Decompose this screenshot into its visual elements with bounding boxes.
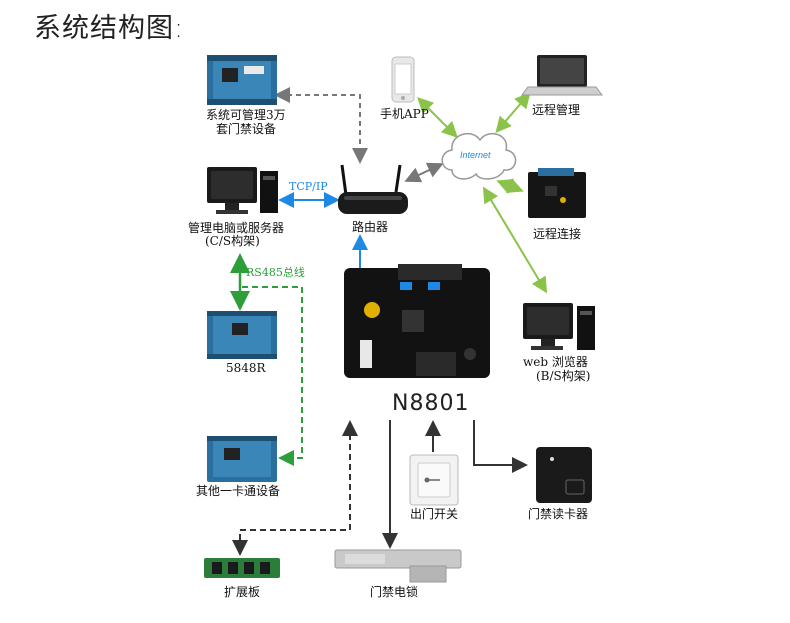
multi-door-label-2: 套门禁设备 <box>216 121 276 136</box>
link-expansion <box>232 420 358 556</box>
controller-5848r-icon <box>207 311 277 359</box>
exit-button-label: 出门开关 <box>410 506 458 521</box>
smartphone-icon <box>391 56 415 103</box>
laptop-icon <box>521 55 603 96</box>
exit-button-icon <box>409 454 459 506</box>
n8801-controller-board-icon <box>344 264 490 378</box>
rs485-label: RS485总线 <box>246 265 305 279</box>
web-browser-computer-icon <box>523 303 595 350</box>
link-router-internet <box>404 162 444 183</box>
link-internet-web <box>482 186 548 294</box>
phone-label: 手机APP <box>380 107 429 121</box>
link-internet-phone <box>417 97 458 138</box>
web-browser-label-1: web 浏览器 <box>523 354 588 369</box>
pc-server-label-1: 管理电脑或服务器 <box>188 220 284 235</box>
multi-door-board-icon <box>207 55 277 105</box>
web-browser-label-2: (B/S构架) <box>536 368 590 383</box>
router-label: 路由器 <box>352 219 388 234</box>
pc-server-label-2: (C/S构架) <box>205 233 260 248</box>
card-reader-label: 门禁读卡器 <box>528 506 588 521</box>
expansion-label: 扩展板 <box>224 585 260 599</box>
link-card-reader <box>473 420 528 473</box>
other-card-label: 其他一卡通设备 <box>196 484 280 498</box>
multi-door-label-1: 系统可管理3万 <box>206 107 286 122</box>
card-reader-icon <box>536 447 592 503</box>
electric-door-lock-icon <box>334 549 462 583</box>
internet-label: Internet <box>460 150 491 160</box>
door-lock-label: 门禁电锁 <box>370 584 418 599</box>
tcpip-label: TCP/IP <box>289 180 328 193</box>
internet-cloud-icon <box>441 132 517 180</box>
n8801-label: N8801 <box>392 391 469 416</box>
remote-conn-label: 远程连接 <box>533 226 581 241</box>
other-card-device-icon <box>207 436 277 482</box>
link-internet-remote-conn <box>496 178 524 194</box>
page-title: 系统结构图: <box>34 13 185 44</box>
desktop-computer-icon <box>207 167 278 214</box>
remote-controller-board-icon <box>528 168 586 218</box>
router-icon <box>338 164 408 214</box>
remote-mgmt-label: 远程管理 <box>532 102 580 117</box>
link-multidoor-router <box>274 87 368 164</box>
controller-5848r-label: 5848R <box>226 361 267 375</box>
expansion-board-icon <box>204 558 280 578</box>
link-internet-remote-mgmt <box>495 91 531 134</box>
